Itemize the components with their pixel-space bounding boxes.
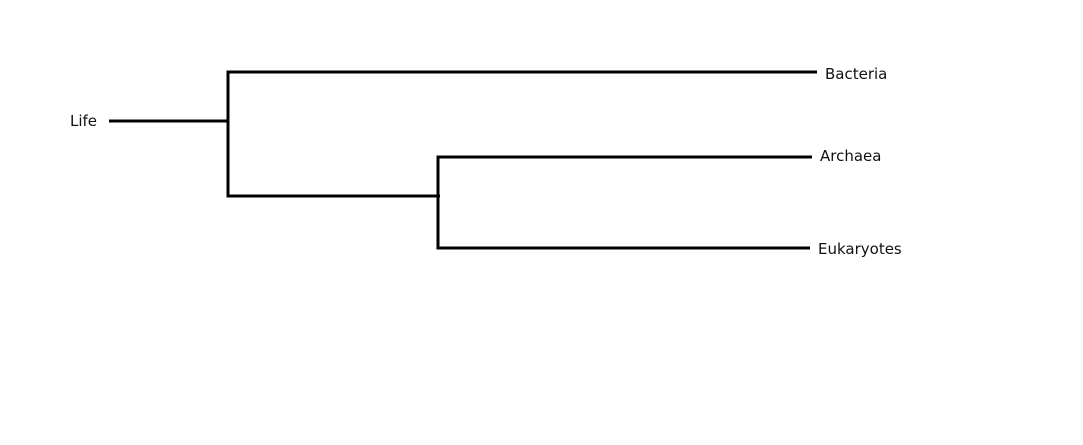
- root-label: Life: [70, 112, 97, 130]
- leaf-label-bacteria: Bacteria: [825, 65, 887, 83]
- leaf-label-eukaryotes: Eukaryotes: [818, 240, 902, 258]
- leaf-label-archaea: Archaea: [820, 147, 881, 165]
